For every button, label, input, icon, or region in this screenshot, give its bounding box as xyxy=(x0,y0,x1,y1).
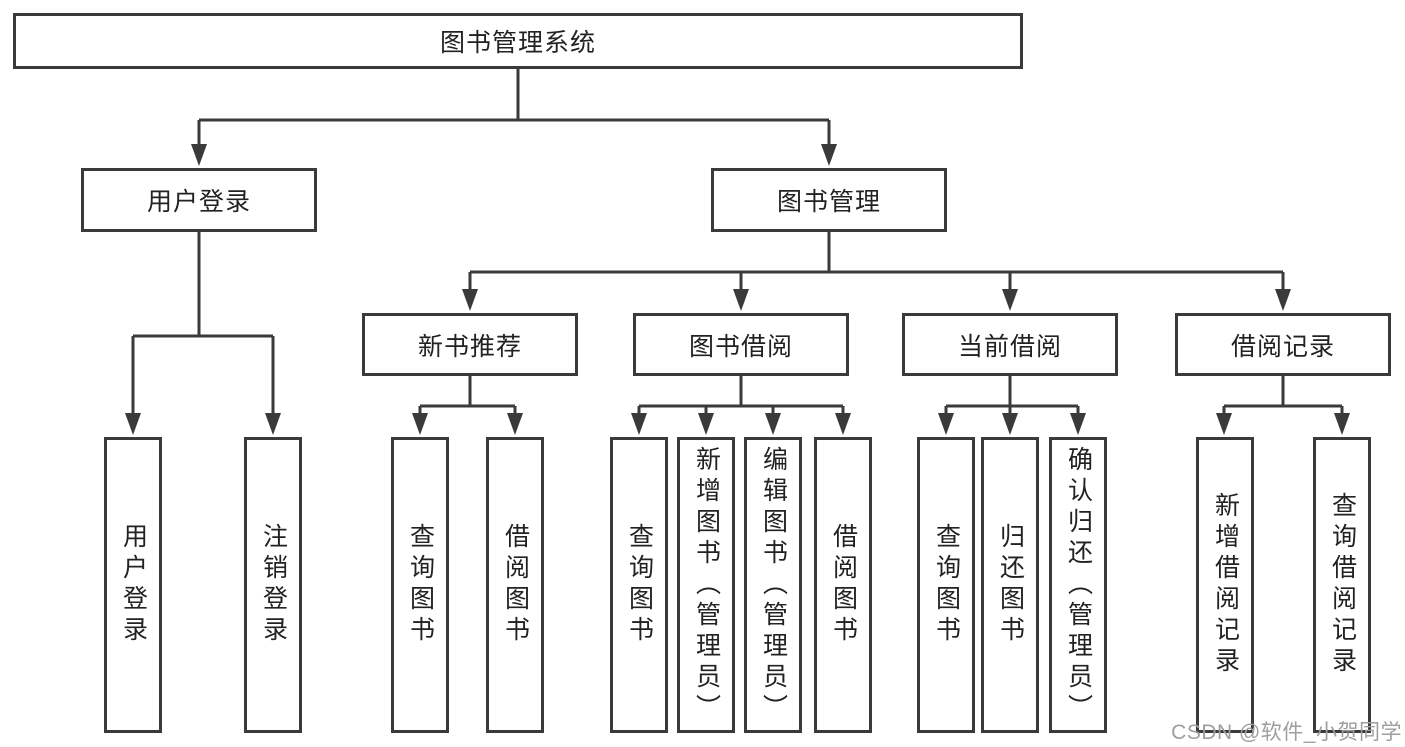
connector-book-borrow-children xyxy=(637,376,845,415)
connector-current-borrow-children xyxy=(944,376,1080,415)
leaf-user-login: 用户登录 xyxy=(104,437,162,733)
arrowhead xyxy=(631,413,647,435)
node-root-system: 图书管理系统 xyxy=(13,13,1023,69)
leaf-borrow-books-recommend: 借阅图书 xyxy=(486,437,544,733)
arrowhead xyxy=(191,144,207,166)
leaf-label: 查询图书 xyxy=(625,523,654,647)
leaf-label: 借阅图书 xyxy=(501,523,530,647)
arrowhead xyxy=(125,413,141,435)
arrowhead xyxy=(412,413,428,435)
connector-borrow-records-children xyxy=(1222,376,1344,415)
arrowhead xyxy=(265,413,281,435)
connector-root-to-level2 xyxy=(197,68,831,146)
leaf-query-books-borrow: 查询图书 xyxy=(610,437,668,733)
node-label: 图书管理 xyxy=(776,188,881,216)
leaf-query-borrow-record: 查询借阅记录 xyxy=(1313,437,1371,733)
leaf-borrow-books: 借阅图书 xyxy=(814,437,872,733)
leaf-query-books-recommend: 查询图书 xyxy=(391,437,449,733)
node-label: 借阅记录 xyxy=(1230,332,1335,361)
node-current-borrow: 当前借阅 xyxy=(902,313,1118,376)
node-label: 用户登录 xyxy=(146,188,251,216)
leaf-label: 新增借阅记录 xyxy=(1211,492,1240,678)
leaf-query-books-current: 查询图书 xyxy=(917,437,975,733)
arrowhead xyxy=(1216,413,1232,435)
leaf-label: 查询图书 xyxy=(932,523,961,647)
node-borrow-records: 借阅记录 xyxy=(1175,313,1391,376)
leaf-label: 用户登录 xyxy=(119,523,148,647)
leaf-label: 编辑图书（管理员） xyxy=(759,445,788,725)
node-user-login: 用户登录 xyxy=(81,168,317,232)
watermark: CSDN @软件_小贺同学 xyxy=(1171,721,1402,744)
arrowhead xyxy=(938,413,954,435)
leaf-return-books: 归还图书 xyxy=(981,437,1039,733)
node-book-borrow: 图书借阅 xyxy=(633,313,849,376)
node-label: 新书推荐 xyxy=(417,332,522,361)
arrowhead xyxy=(835,413,851,435)
arrowhead xyxy=(462,289,478,311)
leaf-label: 查询图书 xyxy=(406,523,435,647)
arrowhead xyxy=(507,413,523,435)
arrowhead xyxy=(821,144,837,166)
node-new-book-recommend: 新书推荐 xyxy=(362,313,578,376)
leaf-label: 新增图书（管理员） xyxy=(692,445,721,725)
arrowhead xyxy=(1275,289,1291,311)
arrowhead xyxy=(733,289,749,311)
arrowhead xyxy=(1070,413,1086,435)
leaf-label: 确认归还（管理员） xyxy=(1064,445,1093,725)
leaf-label: 查询借阅记录 xyxy=(1328,492,1357,678)
connector-book-mgmt-children xyxy=(468,232,1285,291)
leaf-label: 借阅图书 xyxy=(829,523,858,647)
node-label: 图书借阅 xyxy=(688,332,793,361)
leaf-label: 归还图书 xyxy=(996,523,1025,647)
node-label: 当前借阅 xyxy=(957,332,1062,361)
leaf-edit-books-admin: 编辑图书（管理员） xyxy=(744,437,802,733)
leaf-add-books-admin: 新增图书（管理员） xyxy=(677,437,735,733)
arrowhead xyxy=(1002,289,1018,311)
arrowhead xyxy=(698,413,714,435)
leaf-label: 注销登录 xyxy=(259,523,288,647)
arrowhead xyxy=(765,413,781,435)
arrowhead xyxy=(1002,413,1018,435)
leaf-add-borrow-record: 新增借阅记录 xyxy=(1196,437,1254,733)
node-book-management: 图书管理 xyxy=(711,168,947,232)
leaf-logout: 注销登录 xyxy=(244,437,302,733)
connector-new-book-children xyxy=(418,376,517,415)
node-label: 图书管理系统 xyxy=(439,29,596,57)
leaf-confirm-return-admin: 确认归还（管理员） xyxy=(1049,437,1107,733)
connector-user-login-children xyxy=(131,232,275,415)
arrowhead xyxy=(1334,413,1350,435)
